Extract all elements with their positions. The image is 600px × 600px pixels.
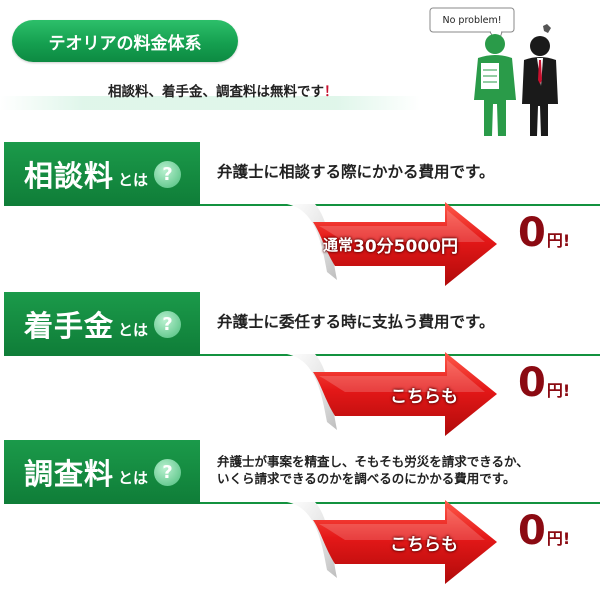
decorative-band	[0, 96, 420, 110]
description-line: 弁護士に相談する際にかかる費用です。	[217, 163, 495, 181]
arrow-highlight	[319, 210, 485, 242]
price-display: 0 円!	[518, 360, 570, 406]
price-unit: 円!	[546, 529, 571, 548]
page-title: テオリアの料金体系	[12, 20, 238, 62]
price-display: 0 円!	[518, 508, 570, 554]
arrow-graphic: こちらも	[285, 350, 500, 438]
description-line: いくら請求できるのかを調べるのにかかる費用です。	[217, 471, 516, 486]
question-icon[interactable]: ?	[154, 458, 182, 486]
speech-bubble-text: No problem!	[442, 15, 502, 26]
price-display: 0 円!	[518, 210, 570, 256]
divider-line	[200, 354, 600, 356]
section-description: 弁護士に委任する時に支払う費用です。	[217, 292, 494, 352]
divider-line	[200, 502, 600, 504]
arrow-body	[313, 500, 497, 584]
arrow-body	[313, 202, 497, 286]
section-label-suffix: とは	[118, 320, 149, 339]
arrow-label-main: こちらも	[390, 534, 458, 555]
question-icon[interactable]: ?	[154, 160, 182, 188]
free-notice-text: 相談料、着手金、調査料は無料です	[108, 84, 324, 100]
arrow-highlight	[319, 360, 485, 392]
description-line: 弁護士に委任する時に支払う費用です。	[217, 313, 495, 331]
arrow-label-main: 30分5000円	[353, 236, 458, 257]
section-label-box: 調査料 とは ?	[4, 440, 200, 504]
lawyers-illustration: No problem!	[420, 0, 600, 140]
arrow-icon	[287, 500, 497, 584]
price-value: 0	[518, 210, 546, 256]
price-unit: 円!	[546, 381, 571, 400]
free-notice: 相談料、着手金、調査料は無料です！	[108, 80, 338, 100]
section-description: 弁護士に相談する際にかかる費用です。	[217, 142, 494, 202]
arrow-label-main: こちらも	[390, 386, 458, 407]
arrow-label-prefix: 通常	[323, 235, 354, 254]
arrow-body	[313, 352, 497, 436]
price-value: 0	[518, 508, 546, 554]
section-label-suffix: とは	[118, 170, 149, 189]
section-label-box: 着手金 とは ?	[4, 292, 200, 356]
section-label: 相談料	[24, 159, 115, 193]
arrow-highlight	[319, 508, 485, 540]
section-label-box: 相談料 とは ?	[4, 142, 200, 206]
arrow-icon	[287, 352, 497, 436]
section-label: 着手金	[24, 309, 115, 343]
section-label-suffix: とは	[118, 468, 149, 487]
arrow-label: こちらも	[390, 498, 458, 586]
arrow-icon	[287, 202, 497, 286]
exclamation-mark: ！	[324, 84, 338, 100]
section-label: 調査料	[24, 457, 115, 491]
arrow-label: こちらも	[390, 350, 458, 438]
divider-line	[200, 204, 600, 206]
price-value: 0	[518, 360, 546, 406]
price-unit: 円!	[546, 231, 571, 250]
section-description: 弁護士が事案を精査し、そもそも労災を請求できるか、 いくら請求できるのかを調べる…	[217, 440, 529, 500]
question-icon[interactable]: ?	[154, 310, 182, 338]
description-line: 弁護士が事案を精査し、そもそも労災を請求できるか、	[217, 454, 529, 469]
lawyers-illustration-svg	[429, 7, 558, 136]
arrow-graphic: こちらも	[285, 498, 500, 586]
